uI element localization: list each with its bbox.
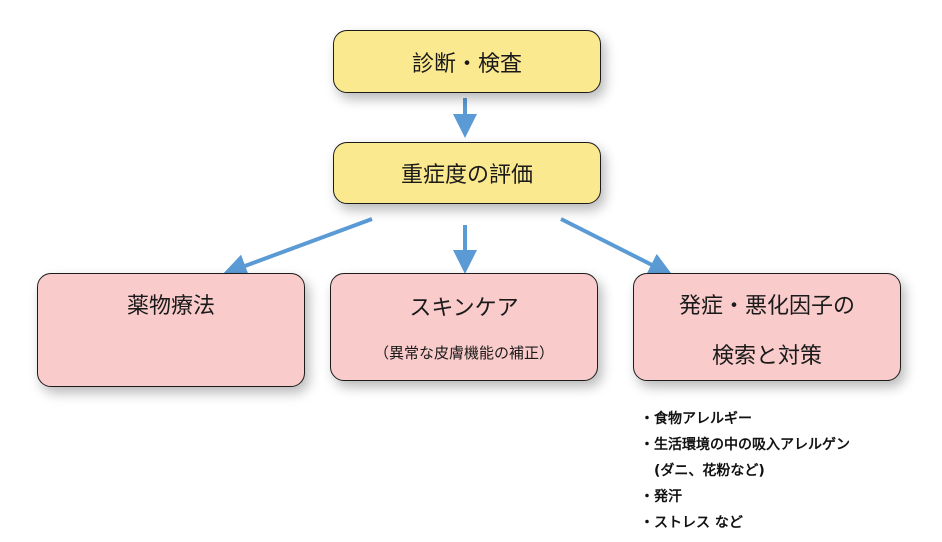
arrow-severity-to-factors: [560, 217, 673, 276]
factor-item: ・ストレス など: [640, 515, 743, 531]
node-diagnosis-label: 診断・検査: [411, 51, 522, 77]
factor-item: ・発汗: [640, 489, 682, 505]
node-skin-care-subtitle: （異常な皮膚機能の補正）: [373, 344, 554, 362]
node-factors-line1: 発症・悪化因子の: [678, 294, 855, 319]
node-skin-care: スキンケア （異常な皮膚機能の補正）: [330, 273, 598, 381]
factor-item: ・生活環境の中の吸入アレルゲン: [640, 437, 850, 453]
node-factors: 発症・悪化因子の 検索と対策: [633, 273, 901, 381]
node-severity-label: 重症度の評価: [400, 163, 533, 188]
node-skin-care-title: スキンケア: [409, 296, 519, 321]
factor-item: ・食物アレルギー: [640, 411, 752, 427]
node-severity: 重症度の評価: [333, 142, 601, 204]
node-drug-therapy: 薬物療法: [37, 273, 305, 387]
node-factors-line2: 検索と対策: [711, 344, 822, 369]
arrow-severity-to-drug: [222, 217, 373, 278]
node-diagnosis: 診断・検査: [333, 30, 601, 93]
node-drug-therapy-label: 薬物療法: [126, 294, 215, 319]
factor-list: ・食物アレルギー ・生活環境の中の吸入アレルゲン (ダニ、花粉など) ・発汗 ・…: [640, 406, 850, 536]
factor-item-note: (ダニ、花粉など): [654, 463, 765, 479]
